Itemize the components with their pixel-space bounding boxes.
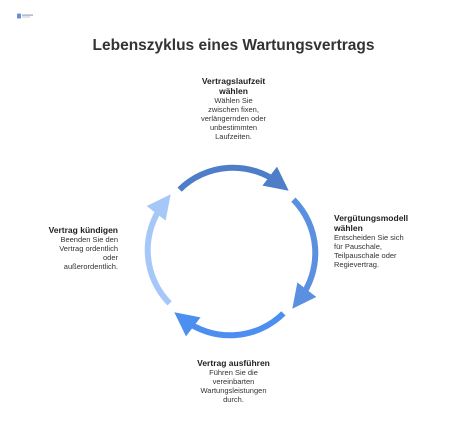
step-description-line: Führen Sie die	[209, 368, 258, 377]
step-description-line: außerordentlich.	[63, 262, 118, 271]
step-title: Vertrag ausführen	[173, 358, 294, 368]
step-description: Entscheiden Sie sich für Pauschale, Teil…	[334, 233, 444, 269]
step-description-line: oder	[102, 253, 118, 262]
step-description-line: Regievertrag.	[334, 260, 380, 269]
step-title: Vergütungsmodell wählen	[334, 213, 444, 233]
step-description-line: zwischen fixen,	[208, 105, 259, 114]
step-vertrag-ausfuehren: Vertrag ausführen Führen Sie die vereinb…	[173, 358, 294, 404]
step-description: Beenden Sie den Vertrag ordentlich oder …	[30, 235, 118, 271]
step-description-line: Laufzeiten.	[215, 132, 252, 141]
step-description-line: Wählen Sie	[214, 96, 253, 105]
step-description-line: unbestimmten	[209, 123, 258, 132]
step-description-line: für Pauschale,	[334, 242, 382, 251]
step-description-line: Entscheiden Sie sich	[334, 233, 404, 242]
step-title-line: Vergütungsmodell	[334, 213, 409, 223]
step-description-line: Beenden Sie den	[60, 235, 118, 244]
step-description: Führen Sie die vereinbarten Wartungsleis…	[173, 368, 294, 404]
step-description-line: durch.	[223, 395, 244, 404]
step-title-line: Vertragslaufzeit	[201, 76, 266, 86]
step-title: Vertragslaufzeit wählen	[165, 76, 302, 96]
step-title: Vertrag kündigen	[30, 225, 118, 235]
step-vertrag-kuendigen: Vertrag kündigen Beenden Sie den Vertrag…	[30, 225, 118, 271]
logo-icon	[17, 13, 33, 19]
step-verguetungsmodell: Vergütungsmodell wählen Entscheiden Sie …	[334, 213, 444, 269]
step-description: Wählen Sie zwischen fixen, verlängernden…	[165, 96, 302, 141]
cycle-arrow-right	[291, 197, 319, 309]
step-description-line: Wartungsleistungen	[200, 386, 267, 395]
cycle-arrow-top	[177, 164, 289, 192]
step-description-line: vereinbarten	[212, 377, 255, 386]
cycle-arrow-bottom	[174, 311, 286, 339]
step-vertragslaufzeit: Vertragslaufzeit wählen Wählen Sie zwisc…	[165, 76, 302, 141]
step-description-line: Teilpauschale oder	[334, 251, 397, 260]
step-title-line: Vertrag kündigen	[48, 225, 118, 235]
step-description-line: verlängernden oder	[200, 114, 267, 123]
step-title-line: wählen	[334, 223, 363, 233]
step-title-line: wählen	[219, 86, 248, 96]
page-title: Lebenszyklus eines Wartungsvertrags	[92, 37, 375, 54]
cycle-arrow-left	[144, 194, 172, 306]
step-title-line: Vertrag ausführen	[197, 358, 270, 368]
step-description-line: Vertrag ordentlich	[59, 244, 118, 253]
